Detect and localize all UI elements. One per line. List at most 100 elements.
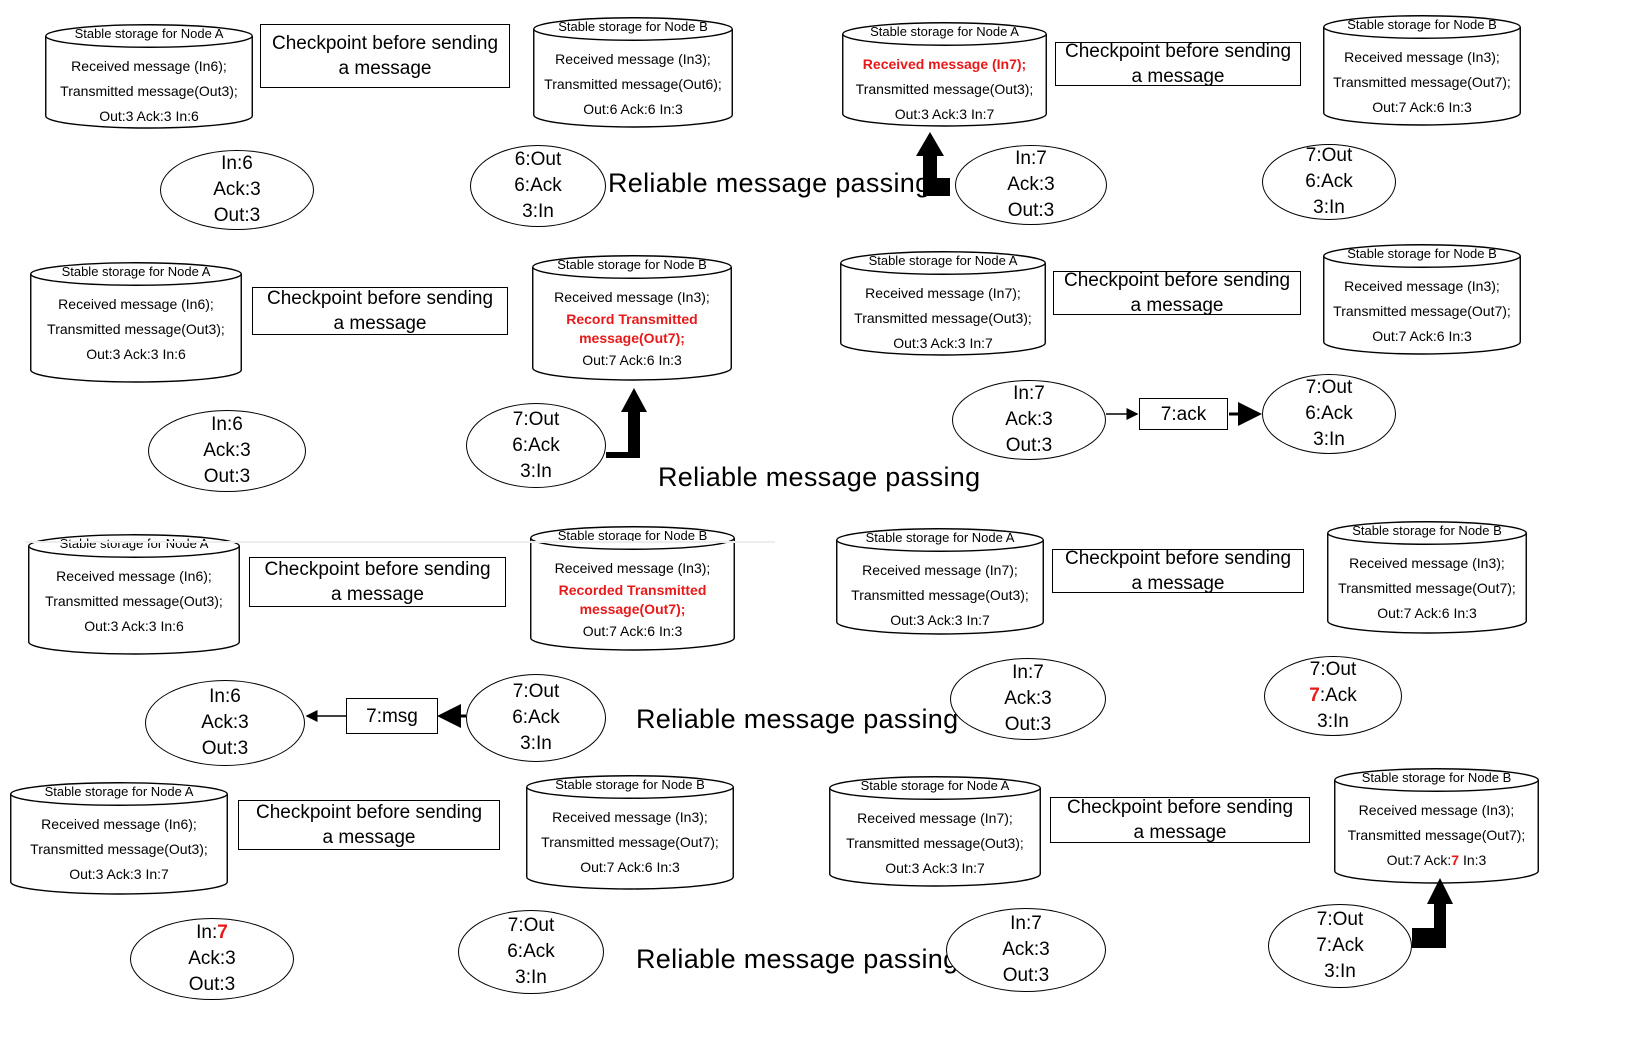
node-a-stable-storage-line: Out:3 Ack:3 In:7	[894, 106, 995, 122]
node-a-stable-storage-shape	[836, 528, 1044, 635]
node-a-state-counter: Out:3	[201, 738, 249, 759]
node-b-state-counter: 7:Out	[1305, 377, 1353, 398]
node-b-stable-storage-line: Transmitted message(Out7);	[1333, 303, 1511, 319]
node-a-state-counter: Out:3	[1004, 714, 1052, 735]
node-a-state-counter: Out:3	[213, 205, 261, 226]
node-b-stable-storage-line: message(Out7);	[579, 330, 685, 346]
node-b-stable-storage-line-text: Out:7 Ack:	[1386, 852, 1452, 868]
node-a-stable-storage-shape	[829, 776, 1041, 887]
node-a-state-counter: Out:3	[1005, 435, 1053, 456]
node-b-state-counter: 7:Out	[1316, 909, 1364, 930]
node-b-stable-storage: Stable storage for Node B Received messag…	[530, 526, 735, 651]
node-a-state-counter: Out:3	[1007, 200, 1055, 221]
node-a-stable-storage-line: Received message (In7);	[862, 56, 1027, 72]
checkpoint-box: Checkpoint before sending a message	[252, 287, 508, 335]
checkpoint-line1: Checkpoint before sending	[271, 33, 499, 54]
node-a-state-counter: Ack:3	[1002, 939, 1050, 960]
node-a-stable-storage: Stable storage for Node A Received messag…	[836, 528, 1044, 635]
node-a-stable-storage-line: Received message (In7);	[857, 810, 1013, 826]
node-b-state-counter: 3:In	[520, 733, 552, 754]
node-b-stable-storage-shape	[1323, 15, 1521, 126]
node-a-stable-storage-title: Stable storage for Node A	[74, 26, 224, 41]
node-a-stable-storage-line: Received message (In7);	[865, 285, 1021, 301]
checkpoint-line2: a message	[1133, 822, 1227, 843]
node-b-state-counter: 7:Out	[1305, 145, 1353, 166]
node-a-state-counter: Ack:3	[1005, 409, 1053, 430]
node-a-stable-storage-line: Transmitted message(Out3);	[60, 83, 238, 99]
checkpoint-box: Checkpoint before sending a message	[1050, 797, 1310, 843]
node-a-state-counter: In:6	[209, 686, 241, 707]
node-a-state-counter: Out:3	[203, 466, 251, 487]
node-a-state-counter: In:7	[1012, 662, 1044, 683]
node-b-state-counter: 6:Ack	[514, 175, 562, 196]
checkpoint-line1: Checkpoint before sending	[1064, 548, 1292, 569]
node-b-state-counter: 6:Ack	[1305, 171, 1353, 192]
node-a-stable-storage-line: Out:3 Ack:3 In:6	[86, 346, 186, 362]
node-a-stable-storage-line: Received message (In7);	[862, 562, 1018, 578]
node-b-stable-storage-title: Stable storage for Node B	[557, 528, 708, 543]
node-b-stable-storage-line: Transmitted message(Out7);	[1333, 74, 1511, 90]
node-b-stable-storage-shape	[532, 255, 732, 381]
node-a-state-counter: In:7	[1013, 383, 1045, 404]
node-a-stable-storage-line: Transmitted message(Out3);	[45, 593, 223, 609]
checkpoint-line1: Checkpoint before sending	[1066, 797, 1294, 818]
node-b-stable-storage-title: Stable storage for Node B	[1361, 770, 1512, 785]
node-b-stable-storage-line: Transmitted message(Out6);	[544, 76, 722, 92]
node-b-stable-storage-contents: Received message (In3);Transmitted messa…	[533, 47, 733, 122]
message-label: 7:msg	[366, 705, 418, 727]
checkpoint-line1: Checkpoint before sending	[266, 288, 494, 309]
node-a-stable-storage-shape	[840, 251, 1046, 356]
caption: Reliable message passing	[608, 168, 931, 198]
node-a-stable-storage-line: Transmitted message(Out3);	[846, 835, 1024, 851]
checkpoint-line2: a message	[331, 584, 424, 605]
node-b-stable-storage-shape	[1323, 244, 1521, 355]
node-a-stable-storage-line: Out:3 Ack:3 In:7	[69, 866, 169, 882]
node-a-state-counter: Ack:3	[1007, 174, 1055, 195]
node-a-stable-storage-line: Out:3 Ack:3 In:6	[84, 618, 184, 634]
node-b-stable-storage-line: Out:7 Ack:7 In:3	[1334, 848, 1539, 873]
node-b-stable-storage-line: Received message (In3);	[1349, 555, 1505, 571]
node-b-state-counter: 3:In	[1313, 197, 1345, 218]
node-a-stable-storage-shape	[45, 24, 253, 129]
node-a-stable-storage-line: Received message (In6);	[71, 58, 227, 74]
node-b-stable-storage-contents: Received message (In3);Transmitted messa…	[1327, 551, 1527, 626]
caption: Reliable message passing	[636, 944, 959, 974]
node-a-state-highlight: 7	[217, 922, 228, 943]
node-b-stable-storage-line: message(Out7);	[579, 601, 686, 617]
node-b-stable-storage-line: Received message (In3);	[1344, 49, 1500, 65]
node-b-state-counter: 7:Out	[1309, 659, 1357, 680]
caption: Reliable message passing	[636, 704, 959, 734]
checkpoint-line2: a message	[338, 58, 432, 79]
node-a-state-counter: Ack:3	[188, 948, 236, 969]
node-a-stable-storage-title: Stable storage for Node A	[865, 530, 1015, 545]
node-b-stable-storage-line: Received message (In3);	[554, 560, 711, 576]
node-a-stable-storage-line: Out:3 Ack:3 In:6	[99, 108, 199, 124]
node-b-state-counter: 6:Out	[514, 149, 562, 170]
node-b-state: 7:Out 6:Ack 3:In	[1262, 144, 1396, 220]
node-b-stable-storage-line-tail: In:3	[1459, 852, 1487, 868]
node-b-stable-storage-contents: Received message (In3);Record Transmitte…	[532, 285, 732, 373]
node-a-stable-storage-contents: Received message (In7); Transmitted messa…	[829, 806, 1041, 881]
node-b-stable-storage-line: Out:7 Ack:6 In:3	[1372, 99, 1472, 115]
checkpoint-line1: Checkpoint before sending	[1064, 41, 1292, 62]
caption: Reliable message passing	[658, 462, 981, 492]
node-a-stable-storage-title: Stable storage for Node A	[61, 264, 211, 279]
checkpoint-line2: a message	[1131, 573, 1225, 594]
node-b-stable-storage-shape	[526, 775, 734, 890]
checkpoint-line1: Checkpoint before sending	[255, 802, 483, 823]
checkpoint-line2: a message	[333, 313, 427, 334]
message-box: 7:msg	[346, 698, 438, 734]
